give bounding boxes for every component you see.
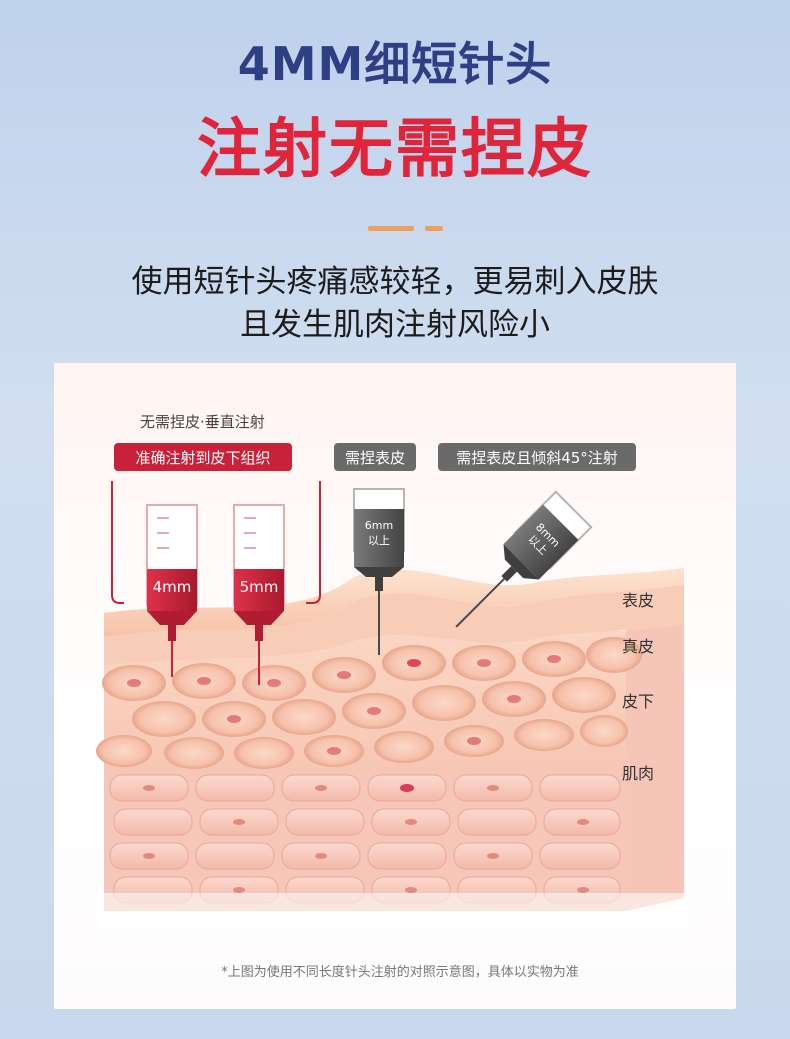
layer-label-muscle: 肌肉 [622, 764, 654, 783]
description-line-2: 且发生肌肉注射风险小 [240, 307, 550, 343]
subcutaneous-cells [96, 637, 642, 769]
red-group-bracket [111, 481, 321, 604]
footnote: *上图为使用不同长度针头注射的对照示意图，具体以实物为准 [221, 964, 579, 980]
badge-gray-2 [438, 443, 636, 471]
needle-4mm [146, 504, 198, 677]
title-line-2: 注射无需捏皮 [197, 113, 593, 187]
badge-gray-1 [334, 443, 416, 471]
needle-8mm: 8mm 以上 [455, 490, 593, 628]
needle-5mm-label: 5mm [240, 578, 279, 596]
badge-red [114, 443, 292, 471]
needle-5mm [233, 504, 285, 685]
title-line-1: 4MM细短针头 [237, 37, 553, 91]
layer-label-epidermis: 表皮 [622, 591, 654, 610]
badge-red-text: 准确注射到皮下组织 [135, 449, 270, 467]
layer-label-subcutis: 皮下 [622, 692, 654, 711]
layer-label-dermis: 真皮 [622, 637, 654, 656]
divider-dash-short [425, 226, 443, 231]
needle-4mm-label: 4mm [153, 578, 192, 596]
diagram-svg: 4mm 5mm 6mm 以上 [94, 413, 694, 980]
group-label: 无需捏皮·垂直注射 [140, 413, 265, 431]
divider-dash-long [368, 226, 414, 231]
muscle-layer [104, 771, 626, 911]
badge-gray-1-text: 需捏表皮 [345, 449, 405, 467]
needle-6mm [353, 488, 405, 655]
needle-6mm-label-b: 以上 [368, 534, 390, 547]
needle-comparison-diagram: 4mm 5mm 6mm 以上 [54, 363, 736, 1009]
description-line-1: 使用短针头疼痛感较轻，更易刺入皮肤 [131, 264, 659, 300]
badge-gray-2-text: 需捏表皮且倾斜45°注射 [456, 449, 618, 467]
needle-6mm-label-a: 6mm [365, 519, 393, 532]
dermis-layer [104, 585, 684, 665]
